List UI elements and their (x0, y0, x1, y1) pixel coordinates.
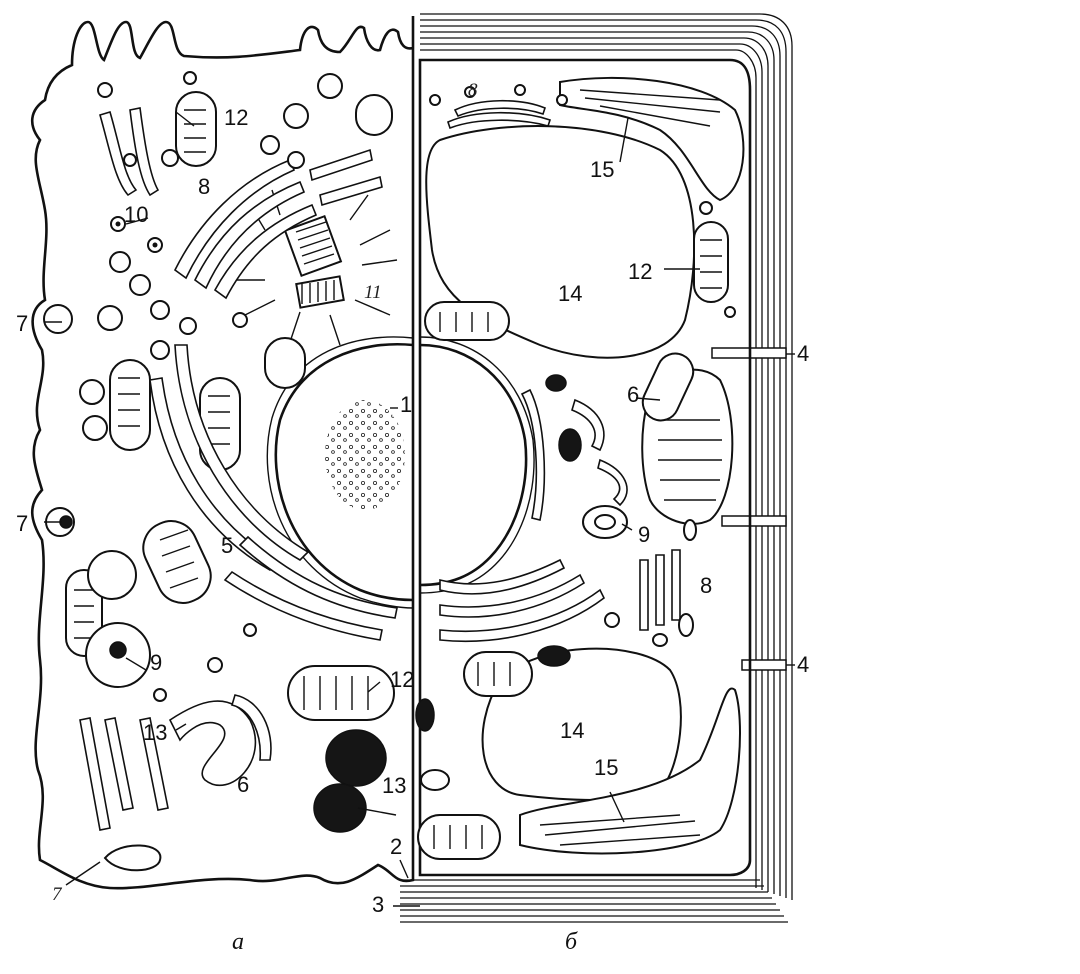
label-8-right: 8 (700, 573, 712, 598)
label-5: 5 (221, 533, 233, 558)
vesicle (605, 613, 619, 627)
label-15-lower: 15 (594, 755, 618, 780)
label-7-upper: 7 (16, 311, 28, 336)
plasmodesma (722, 516, 786, 526)
granule (416, 699, 434, 731)
caption-b: б (565, 929, 578, 955)
granule (538, 646, 570, 666)
plasmodesma (742, 660, 786, 670)
label-12-left-bottom: 12 (390, 667, 414, 692)
label-6-right: 6 (627, 382, 639, 407)
endocytic-vesicle (105, 845, 160, 870)
label-2: 2 (390, 834, 402, 859)
granule (546, 375, 566, 391)
label-6-left: 6 (237, 772, 249, 797)
smooth-er-left (170, 695, 271, 785)
lysosome (88, 551, 136, 599)
label-8-left: 8 (198, 174, 210, 199)
label-7-middle: 7 (16, 511, 28, 536)
label-13-left: 13 (143, 720, 167, 745)
caption-a: а (232, 929, 244, 955)
label-8-top-right: 8 (468, 80, 478, 101)
label-14-lower: 14 (560, 718, 584, 743)
label-12-right: 12 (628, 259, 652, 284)
label-4-lower: 4 (797, 652, 809, 677)
vesicle (700, 202, 712, 214)
lysosome-core (110, 642, 126, 658)
label-4-upper: 4 (797, 341, 809, 366)
nucleus-right (420, 345, 526, 585)
granule (559, 429, 581, 461)
label-7-lower: 7 (52, 884, 63, 905)
endocytic-vesicle (44, 305, 72, 333)
label-3: 3 (372, 892, 384, 917)
animal-cell (32, 16, 449, 888)
nucleolus (325, 400, 405, 510)
golgi-apparatus (175, 152, 316, 298)
secretory-granule (326, 730, 386, 786)
label-1: 1 (400, 392, 412, 417)
nuclear-envelope-outer (420, 337, 534, 593)
label-15-upper: 15 (590, 157, 614, 182)
label-14-upper: 14 (558, 281, 582, 306)
label-11: 11 (364, 282, 382, 303)
label-9-left: 9 (150, 650, 162, 675)
label-13-right: 13 (382, 773, 406, 798)
golgi-right-top (430, 85, 567, 128)
vesicle (725, 307, 735, 317)
plant-cell (400, 14, 792, 922)
label-9-right: 9 (638, 522, 650, 547)
label-12-left-top: 12 (224, 105, 248, 130)
label-10: 10 (124, 202, 148, 227)
